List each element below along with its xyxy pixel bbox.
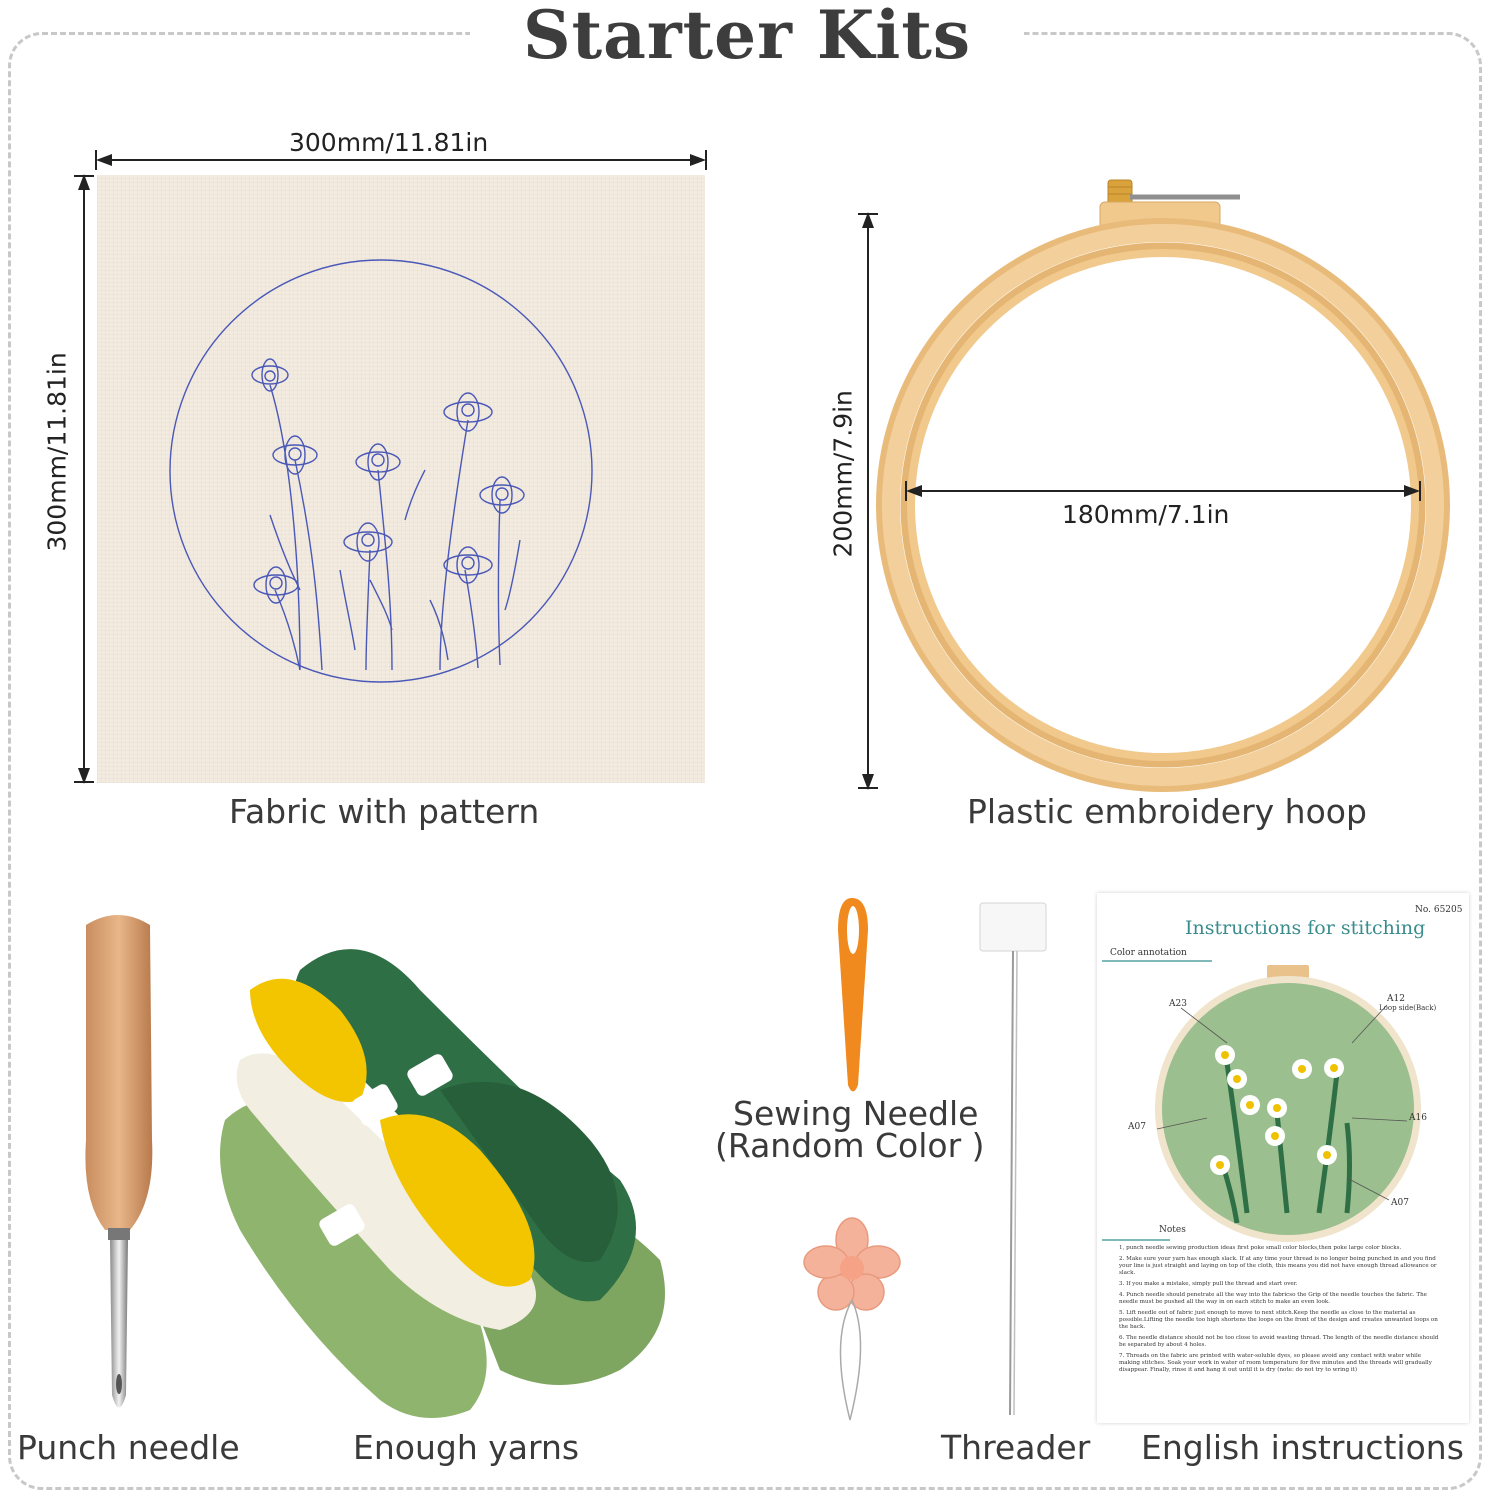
title-banner: Starter Kits	[470, 0, 1024, 70]
hoop-label: Plastic embroidery hoop	[967, 792, 1367, 831]
yarns-image	[220, 949, 665, 1418]
fabric-width-arrow	[95, 150, 707, 170]
note-item: 4. Punch needle should penetrate all the…	[1119, 1292, 1427, 1305]
code-a12: A12	[1387, 994, 1405, 1004]
hoop-inner-label: 180mm/7.1in	[1062, 500, 1230, 529]
hoop-image	[876, 179, 1450, 792]
threader-label: Threader	[941, 1428, 1091, 1467]
sheet-hoop-picture	[1155, 965, 1421, 1242]
sewing-needle-label-1: Sewing Needle	[733, 1094, 979, 1133]
yarns-label: Enough yarns	[353, 1428, 580, 1467]
notes-list: 1, punch needle sewing production ideas …	[1119, 1245, 1441, 1374]
color-annotation: Color annotation	[1110, 948, 1187, 958]
fabric-height-arrow	[74, 174, 94, 784]
notes-title: Notes	[1159, 1225, 1186, 1235]
fabric-height-label: 300mm/11.81in	[42, 352, 72, 552]
punch-needle-label: Punch needle	[17, 1428, 240, 1467]
code-a07-right: A07	[1391, 1198, 1409, 1208]
threader-image	[979, 902, 1047, 1416]
fabric-pattern	[169, 259, 593, 683]
note-item: 1, punch needle sewing production ideas …	[1119, 1245, 1402, 1251]
sewing-needle-label-2: (Random Color )	[715, 1126, 985, 1165]
note-item: 3. If you make a mistake, simply pull th…	[1119, 1281, 1298, 1287]
fabric-width-label: 300mm/11.81in	[289, 128, 489, 157]
instructions-label: English instructions	[1141, 1428, 1464, 1467]
page-title: Starter Kits	[523, 0, 971, 74]
note-item: 2. Make sure your yarn has enough slack.…	[1119, 1256, 1437, 1276]
sheet-number: No. 65205	[1415, 905, 1463, 915]
notes-rule	[1102, 1239, 1170, 1241]
note-item: 6. The needle distance should not be too…	[1119, 1335, 1439, 1348]
flower-threader-image	[803, 1217, 901, 1421]
fabric-label: Fabric with pattern	[229, 792, 540, 831]
hoop-height-label: 200mm/7.9in	[828, 390, 858, 558]
fabric-square	[97, 175, 705, 783]
note-item: 5. Lift needle out of fabric just enough…	[1119, 1310, 1438, 1330]
note-item: 7. Threads on the fabric are printed wit…	[1119, 1353, 1432, 1373]
code-a16: A16	[1409, 1113, 1427, 1123]
color-annotation-rule	[1102, 960, 1212, 962]
sewing-needle-image	[838, 898, 868, 1092]
code-a23: A23	[1169, 999, 1187, 1009]
instruction-sheet: No. 65205 Instructions for stitching Col…	[1097, 893, 1469, 1423]
code-a07-left: A07	[1128, 1122, 1146, 1132]
sheet-heading: Instructions for stitching	[1185, 917, 1426, 939]
punch-needle-image	[85, 915, 153, 1408]
hoop-height-arrow	[858, 212, 878, 790]
code-loop-side: Loop side(Back)	[1379, 1004, 1437, 1012]
